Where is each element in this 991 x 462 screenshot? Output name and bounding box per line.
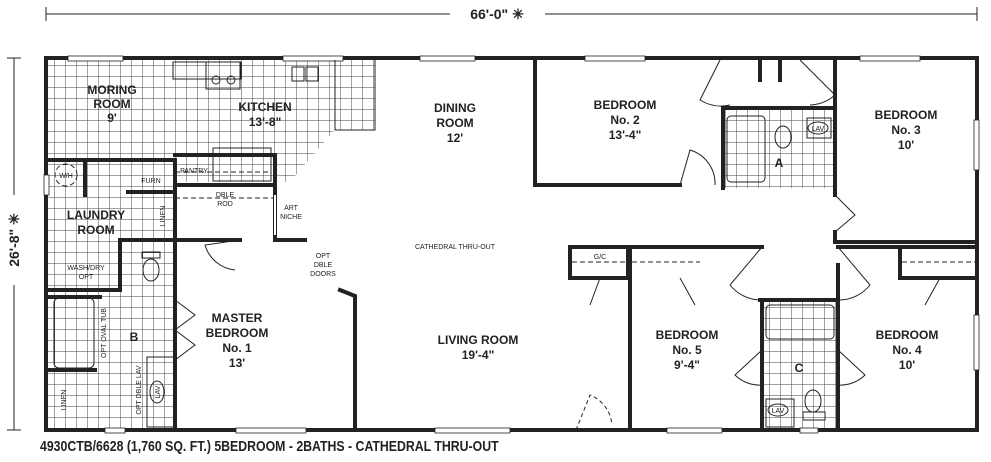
svg-text:G/C: G/C — [594, 254, 606, 261]
svg-text:No. 1: No. 1 — [222, 341, 252, 355]
svg-text:No. 5: No. 5 — [672, 343, 702, 357]
svg-text:No. 4: No. 4 — [892, 343, 922, 357]
svg-text:BEDROOM: BEDROOM — [876, 328, 939, 342]
svg-text:BEDROOM: BEDROOM — [656, 328, 719, 342]
svg-text:9': 9' — [107, 111, 117, 125]
svg-text:9'-4": 9'-4" — [674, 358, 700, 372]
svg-text:PANTRY: PANTRY — [180, 168, 208, 175]
door-swings — [174, 59, 941, 431]
svg-text:DBLE: DBLE — [216, 192, 235, 199]
interior-walls — [44, 58, 979, 432]
svg-text:OPT: OPT — [316, 253, 331, 260]
plan-caption: 4930CTB/6628 (1,760 SQ. FT.) 5BEDROOM - … — [40, 438, 499, 455]
svg-text:ROD: ROD — [217, 201, 233, 208]
svg-text:A: A — [775, 156, 784, 170]
svg-text:LIVING ROOM: LIVING ROOM — [438, 333, 519, 347]
room-morning: MORING ROOM 9' — [87, 83, 136, 125]
room-living: LIVING ROOM 19'-4" — [438, 333, 519, 362]
svg-text:C: C — [795, 361, 804, 375]
svg-text:BEDROOM: BEDROOM — [206, 326, 269, 340]
room-bedroom-2: BEDROOM No. 2 13'-4" — [594, 98, 657, 142]
svg-text:No. 3: No. 3 — [891, 123, 921, 137]
svg-text:FURN: FURN — [141, 178, 160, 185]
svg-text:LAV: LAV — [155, 385, 162, 398]
svg-text:LAUNDRY: LAUNDRY — [67, 208, 125, 222]
room-kitchen: KITCHEN 13'-8" — [238, 100, 291, 129]
svg-text:ART: ART — [284, 205, 299, 212]
fixture-labels: W/H FURN PANTRY DBLE ROD ART NICHE LINEN… — [59, 126, 824, 415]
room-bedroom-4: BEDROOM No. 4 10' — [876, 328, 939, 372]
depth-label: 26'-8" ✳ — [6, 213, 22, 267]
svg-text:OPT OVAL TUB: OPT OVAL TUB — [101, 308, 108, 358]
svg-text:19'-4": 19'-4" — [462, 348, 495, 362]
svg-text:NICHE: NICHE — [280, 214, 302, 221]
svg-text:10': 10' — [898, 138, 914, 152]
svg-text:OPT: OPT — [79, 274, 94, 281]
svg-text:LAV: LAV — [812, 126, 825, 133]
svg-text:13'-8": 13'-8" — [249, 115, 282, 129]
svg-text:W/H: W/H — [59, 173, 73, 180]
svg-text:ROOM: ROOM — [93, 97, 130, 111]
svg-text:MORING: MORING — [87, 83, 136, 97]
svg-text:13'-4": 13'-4" — [609, 128, 642, 142]
svg-text:DBLE: DBLE — [314, 262, 333, 269]
svg-text:WASH/DRY: WASH/DRY — [67, 265, 105, 272]
fixtures — [53, 60, 975, 428]
room-dining: DINING ROOM 12' — [434, 101, 476, 145]
room-laundry: LAUNDRY ROOM — [67, 208, 125, 237]
svg-text:12': 12' — [447, 131, 463, 145]
svg-text:LINEN: LINEN — [61, 390, 68, 411]
tile-floors — [48, 60, 838, 430]
room-bedroom-3: BEDROOM No. 3 10' — [875, 108, 938, 152]
room-bedroom-5: BEDROOM No. 5 9'-4" — [656, 328, 719, 372]
svg-text:13': 13' — [229, 356, 245, 370]
depth-dimension: 26'-8" ✳ — [5, 57, 23, 431]
svg-text:BEDROOM: BEDROOM — [875, 108, 938, 122]
svg-text:MASTER: MASTER — [212, 311, 263, 325]
width-dimension: 66'-0" ✳ — [45, 5, 978, 23]
svg-text:DINING: DINING — [434, 101, 476, 115]
svg-text:OPT DBLE LAV: OPT DBLE LAV — [136, 365, 143, 414]
width-label: 66'-0" ✳ — [470, 6, 524, 22]
svg-text:LAV: LAV — [772, 408, 785, 415]
svg-text:LINEN: LINEN — [160, 206, 167, 227]
cathedral-label: CATHEDRAL THRU-OUT — [415, 244, 496, 251]
room-master-bedroom: MASTER BEDROOM No. 1 13' — [206, 311, 269, 370]
svg-text:ROOM: ROOM — [436, 116, 473, 130]
svg-text:B: B — [130, 330, 139, 344]
windows — [43, 55, 980, 434]
svg-text:ROOM: ROOM — [77, 223, 114, 237]
svg-text:DOORS: DOORS — [310, 271, 336, 278]
svg-text:BEDROOM: BEDROOM — [594, 98, 657, 112]
svg-text:No. 2: No. 2 — [610, 113, 640, 127]
svg-text:KITCHEN: KITCHEN — [238, 100, 291, 114]
svg-text:10': 10' — [899, 358, 915, 372]
